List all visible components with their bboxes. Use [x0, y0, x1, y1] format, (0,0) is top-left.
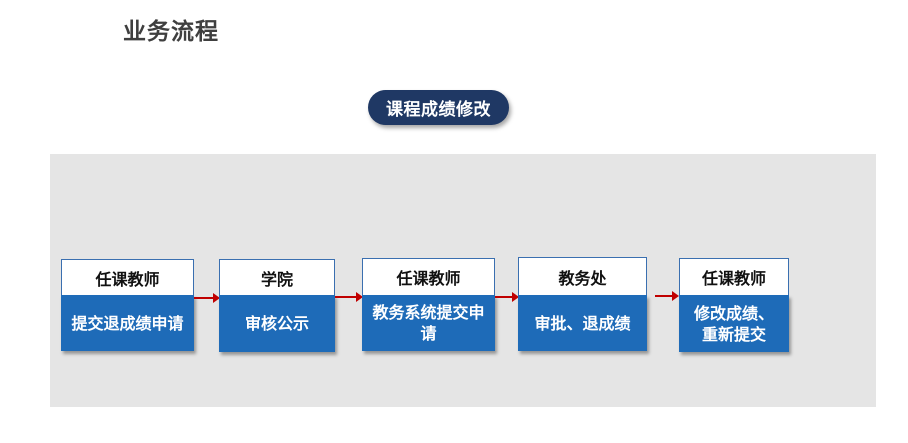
step-role: 任课教师: [679, 258, 789, 295]
step-action: 教务系统提交申请: [362, 295, 495, 351]
step-action: 审核公示: [219, 295, 335, 352]
flow-step-1: 任课教师 提交退成绩申请: [61, 259, 194, 351]
flow-arrow-2: [335, 292, 363, 302]
flow-arrow-4: [655, 291, 679, 301]
step-role: 任课教师: [362, 258, 495, 295]
process-name-badge: 课程成绩修改: [368, 90, 509, 125]
step-action: 审批、退成绩: [518, 295, 647, 351]
step-role: 任课教师: [61, 259, 194, 295]
page-title: 业务流程: [123, 19, 219, 45]
flow-step-4: 教务处 审批、退成绩: [518, 257, 647, 351]
step-role: 学院: [219, 259, 335, 295]
flow-step-3: 任课教师 教务系统提交申请: [362, 258, 495, 351]
step-action: 提交退成绩申请: [61, 295, 194, 351]
flow-step-2: 学院 审核公示: [219, 259, 335, 352]
step-role: 教务处: [518, 257, 647, 295]
flow-step-5: 任课教师 修改成绩、重新提交: [679, 258, 789, 352]
flow-arrow-3: [495, 292, 519, 302]
step-action: 修改成绩、重新提交: [679, 295, 789, 352]
flow-arrow-1: [194, 293, 220, 303]
